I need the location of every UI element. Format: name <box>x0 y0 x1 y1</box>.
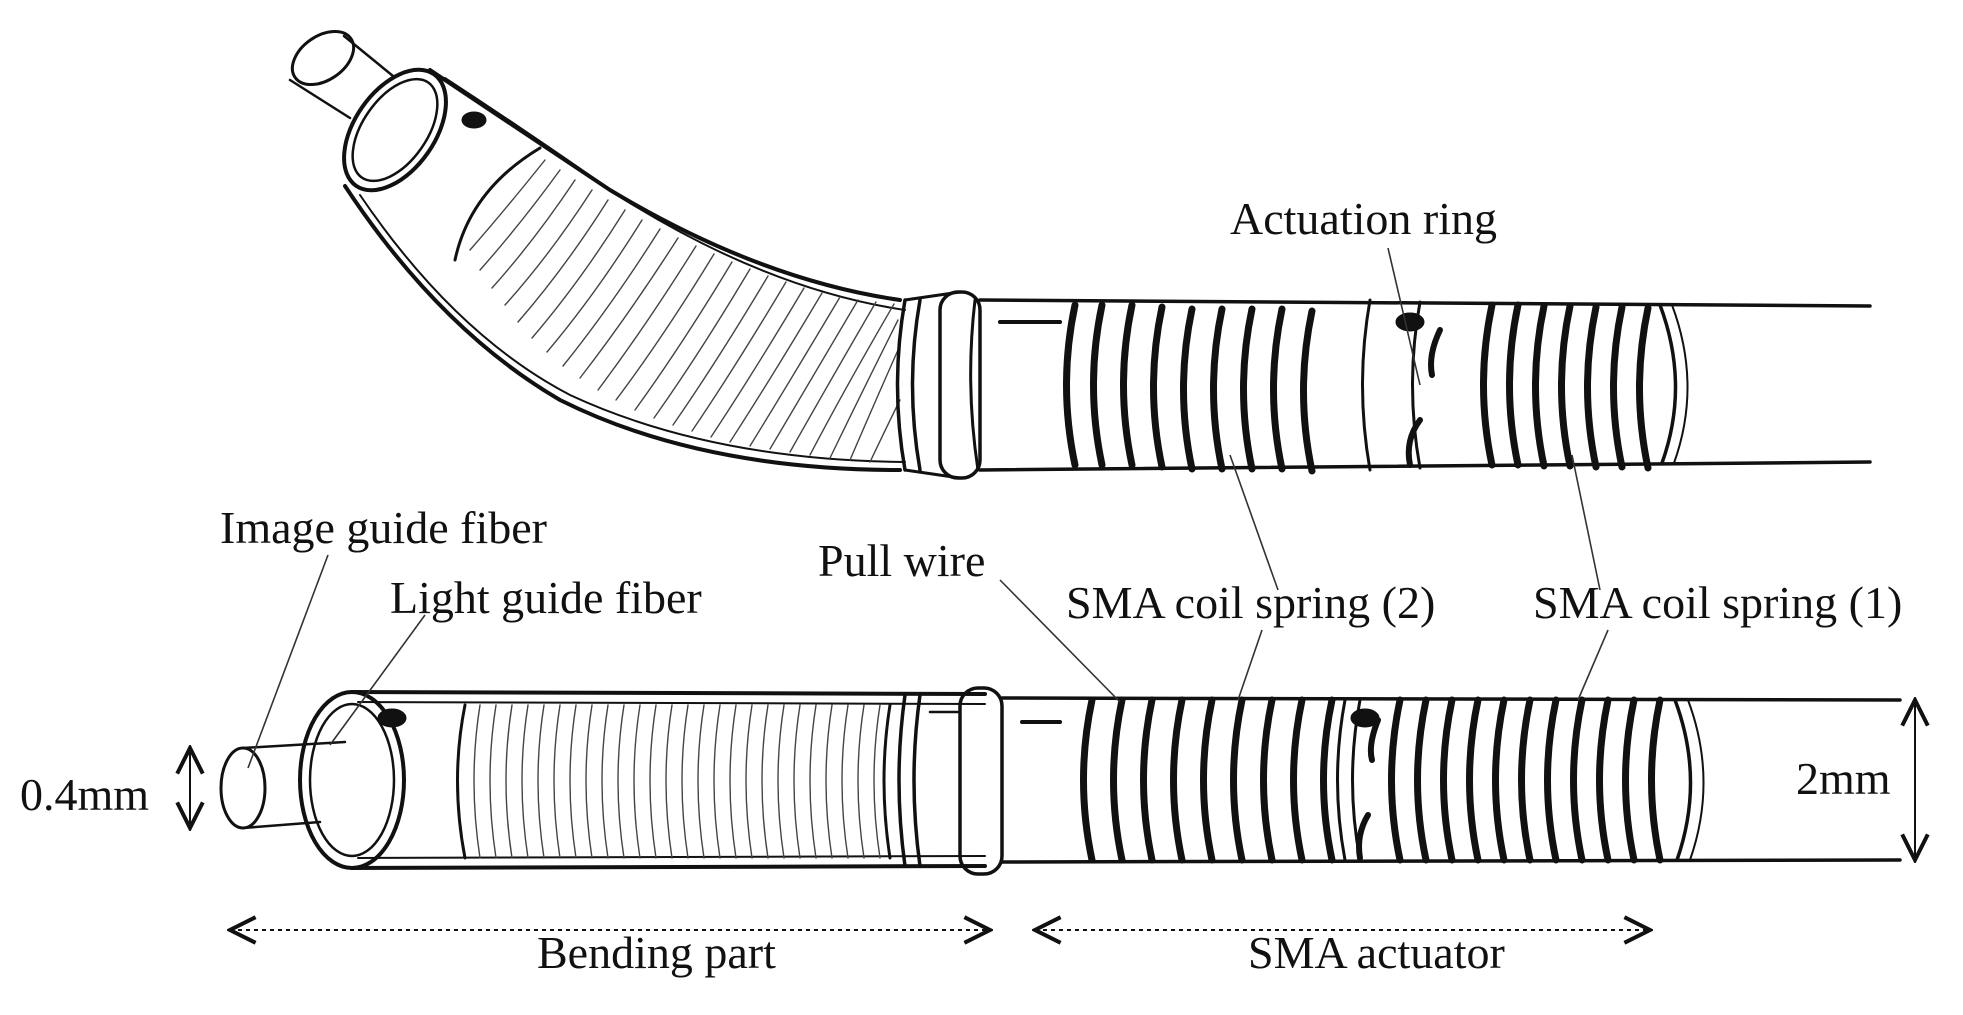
label-sma-coil-spring-1: SMA coil spring (1) <box>1533 577 1903 628</box>
top-bending-coil-hatching <box>469 159 901 463</box>
label-sma-actuator: SMA actuator <box>1248 927 1505 978</box>
bent-endoscope <box>288 29 1872 480</box>
label-sma-coil-spring-2: SMA coil spring (2) <box>1066 577 1436 628</box>
leader-sma-coil-spring-1-top <box>1571 454 1601 591</box>
bottom-actuation-ring <box>1336 698 1381 862</box>
top-bent-tube-wall-upper <box>428 68 902 302</box>
label-dim-2mm: 2mm <box>1796 753 1891 804</box>
top-sma-coil-spring-1 <box>1480 301 1652 472</box>
top-image-guide-fiber <box>288 29 395 120</box>
bottom-image-guide-fiber <box>219 740 347 830</box>
bottom-collar <box>897 686 1004 876</box>
top-actuation-ring <box>1361 298 1443 472</box>
top-bent-tube-wall-lower <box>343 184 902 472</box>
straight-endoscope <box>219 686 1902 876</box>
leader-image-guide-fiber <box>247 554 329 769</box>
label-pull-wire: Pull wire <box>818 535 986 586</box>
top-sma-coil-spring-2 <box>1063 301 1316 475</box>
bottom-light-guide-ring <box>298 690 407 870</box>
top-collar <box>895 290 982 480</box>
top-light-guide-ring <box>342 67 487 193</box>
leader-sma-coil-spring-2-bottom <box>1237 629 1263 701</box>
leader-actuation-ring <box>1387 247 1421 386</box>
bottom-bending-coil-hatching <box>473 704 881 859</box>
leader-light-guide-fiber <box>329 614 426 746</box>
label-light-guide-fiber: Light guide fiber <box>390 572 702 623</box>
label-bending-part: Bending part <box>537 927 776 978</box>
label-image-guide-fiber: Image guide fiber <box>220 502 547 553</box>
leader-sma-coil-spring-1-bottom <box>1577 629 1609 701</box>
dimension-arrows <box>190 700 1915 930</box>
bottom-sma-coil-spring-1 <box>1388 696 1664 864</box>
label-actuation-ring: Actuation ring <box>1230 193 1497 244</box>
label-dim-0-4mm: 0.4mm <box>20 769 150 820</box>
leader-sma-coil-spring-2-top <box>1229 454 1279 591</box>
leader-lines <box>247 247 1609 769</box>
leader-pull-wire <box>999 579 1121 703</box>
bottom-sma-coil-spring-2 <box>1080 696 1336 864</box>
